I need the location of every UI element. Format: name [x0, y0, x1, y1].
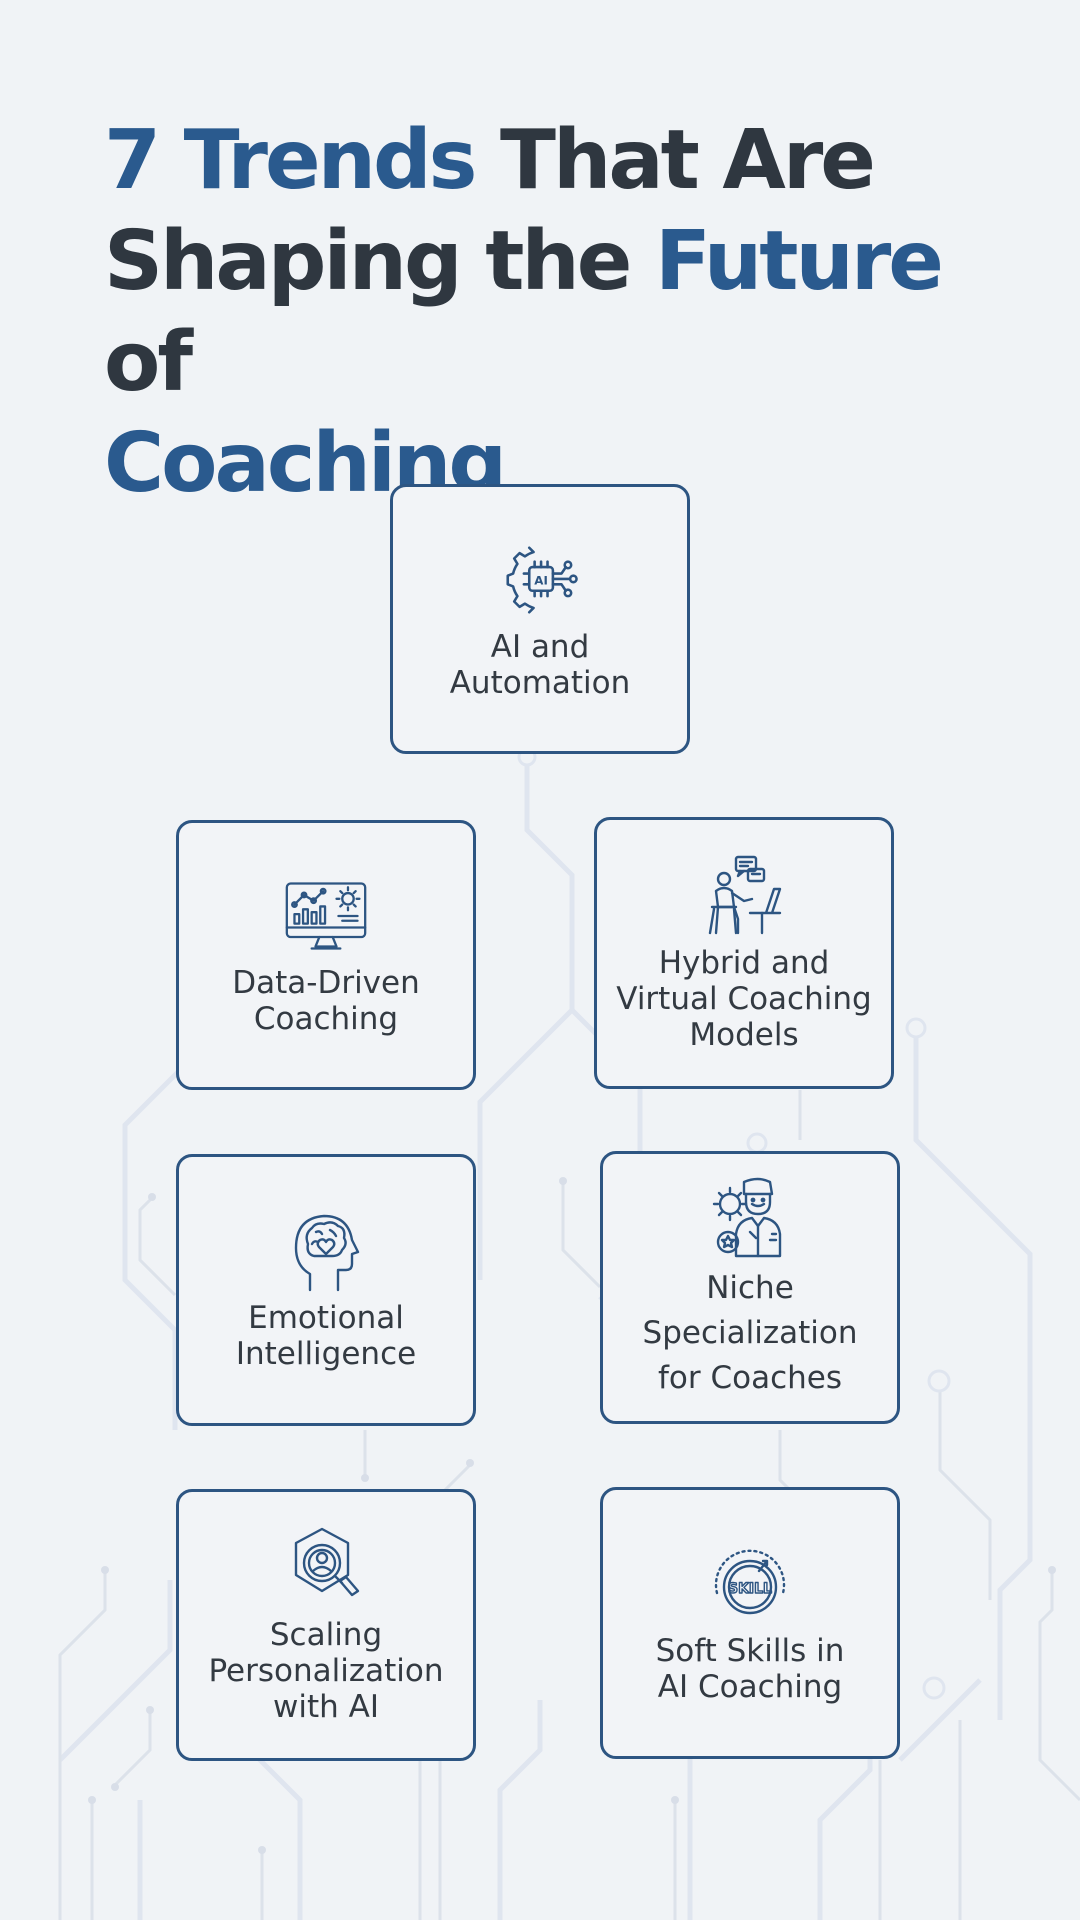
trend-card-emotional-intelligence: Emotional Intelligence — [176, 1154, 476, 1426]
trend-card-niche-specialization: Niche Specialization for Coaches — [600, 1151, 900, 1424]
skill-badge-icon: SKILL — [714, 1549, 786, 1615]
trend-card-ai-automation: AI AI and Automation — [390, 484, 690, 754]
trend-card-data-driven: Data-Driven Coaching — [176, 820, 476, 1090]
page-title: 7 Trends That Are Shaping the Future of … — [104, 113, 944, 511]
coach-specialist-icon — [712, 1177, 782, 1258]
magnifier-user-icon — [294, 1527, 360, 1597]
trend-label: Scaling Personalization with AI — [208, 1617, 444, 1725]
trend-card-hybrid-virtual: Hybrid and Virtual Coaching Models — [594, 817, 894, 1089]
trend-label: Soft Skills in AI Coaching — [655, 1633, 845, 1705]
trend-label: Hybrid and Virtual Coaching Models — [616, 945, 872, 1053]
analytics-monitor-icon — [285, 882, 367, 950]
ai-gear-chip-icon: AI — [506, 546, 578, 614]
svg-text:SKILL: SKILL — [728, 1581, 772, 1597]
trend-label: AI and Automation — [449, 629, 631, 701]
svg-text:AI: AI — [534, 573, 548, 587]
trend-card-scaling-personalization: Scaling Personalization with AI — [176, 1489, 476, 1761]
person-laptop-chat-icon — [708, 855, 782, 935]
trend-label: Data-Driven Coaching — [232, 965, 420, 1037]
head-brain-heart-icon — [294, 1214, 360, 1292]
trend-label: Niche Specialization for Coaches — [642, 1270, 858, 1396]
trend-label: Emotional Intelligence — [235, 1300, 417, 1372]
trend-card-soft-skills: SKILL Soft Skills in AI Coaching — [600, 1487, 900, 1759]
